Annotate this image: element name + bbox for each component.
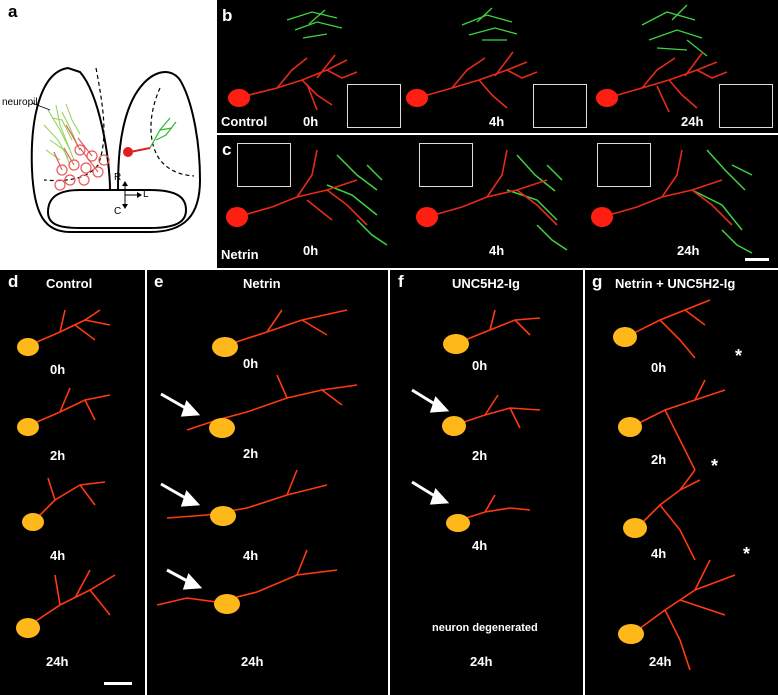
c-frame-4h [416, 149, 568, 251]
g-title: Netrin + UNC5H2-Ig [615, 276, 736, 291]
g-asterisk-1: * [735, 346, 743, 366]
axis-r-label: R [114, 172, 122, 183]
d-title: Control [46, 276, 93, 291]
f-degenerated-note: neuron degenerated [432, 622, 538, 634]
g-asterisk-2: * [711, 456, 719, 476]
c-inset-4h [419, 143, 473, 187]
panel-letter-d: d [8, 272, 19, 291]
b-inset-0h [347, 84, 401, 128]
g-time-2h: 2h [651, 452, 667, 467]
e-title: Netrin [243, 276, 281, 291]
panel-b-control: Control 0h 4h 24h [217, 0, 778, 133]
axis-l-label: L [143, 189, 149, 200]
d-time-24h: 24h [46, 654, 69, 669]
d-time-2h: 2h [50, 448, 66, 463]
b-frame-4h [406, 7, 538, 109]
schematic-panel-a: neuropil R L C [0, 0, 215, 268]
e-time-2h: 2h [243, 446, 259, 461]
panel-g-netrin-unc5h2: Netrin + UNC5H2-Ig * * * 0h 2h 4h 24h [585, 270, 778, 695]
c-inset-24h [597, 143, 651, 187]
panel-d-control: Control 0h 2h 4h 24h [0, 270, 145, 695]
b-inset-24h [719, 84, 773, 128]
d-scale-bar [104, 682, 132, 685]
panel-d-neurons [16, 309, 116, 638]
e-time-4h: 4h [243, 548, 259, 563]
d-time-4h: 4h [50, 548, 66, 563]
panel-b-neurons [228, 4, 728, 113]
neuropil-label: neuropil [2, 97, 38, 108]
b-condition-label: Control [221, 114, 268, 129]
g-asterisk-3: * [743, 544, 751, 564]
panel-letter-f: f [398, 272, 404, 291]
panel-letter-c: c [222, 140, 232, 159]
c-time-4h: 4h [489, 243, 505, 258]
c-condition-label: Netrin [221, 247, 259, 262]
g-time-0h: 0h [651, 360, 667, 375]
f-time-0h: 0h [472, 358, 488, 373]
panel-e-neurons [156, 309, 358, 614]
b-frame-0h [228, 9, 358, 111]
b-time-24h: 24h [681, 114, 704, 129]
b-frame-24h [596, 4, 728, 113]
panel-letter-e: e [154, 272, 164, 291]
f-time-4h: 4h [472, 538, 488, 553]
b-inset-4h [533, 84, 587, 128]
c-time-24h: 24h [677, 243, 700, 258]
f-time-2h: 2h [472, 448, 488, 463]
panel-c-netrin: Netrin 0h 4h 24h [217, 135, 778, 268]
axis-c-label: C [114, 206, 122, 217]
tectum-schematic [30, 66, 202, 233]
f-title: UNC5H2-Ig [452, 276, 520, 291]
g-time-24h: 24h [649, 654, 672, 669]
panel-f-unc5h2: UNC5H2-Ig 0h 2h 4h neuron degenerated 24… [390, 270, 583, 695]
c-scale-bar [745, 258, 769, 261]
f-time-24h: 24h [470, 654, 493, 669]
panel-letter-b: b [222, 6, 233, 25]
panel-g-neurons [613, 299, 736, 671]
g-time-4h: 4h [651, 546, 667, 561]
c-frame-24h [591, 149, 753, 254]
c-frame-0h [226, 149, 388, 246]
c-inset-0h [237, 143, 291, 187]
e-time-0h: 0h [243, 356, 259, 371]
c-time-0h: 0h [303, 243, 319, 258]
panel-e-netrin: Netrin 0h 2h 4h 24h [147, 270, 388, 695]
b-time-0h: 0h [303, 114, 319, 129]
panel-f-neurons [411, 309, 541, 532]
e-time-24h: 24h [241, 654, 264, 669]
b-time-4h: 4h [489, 114, 505, 129]
panel-letter-g: g [592, 272, 603, 291]
panel-letter-a: a [8, 2, 18, 21]
d-time-0h: 0h [50, 362, 66, 377]
panel-c-neurons [226, 149, 753, 254]
